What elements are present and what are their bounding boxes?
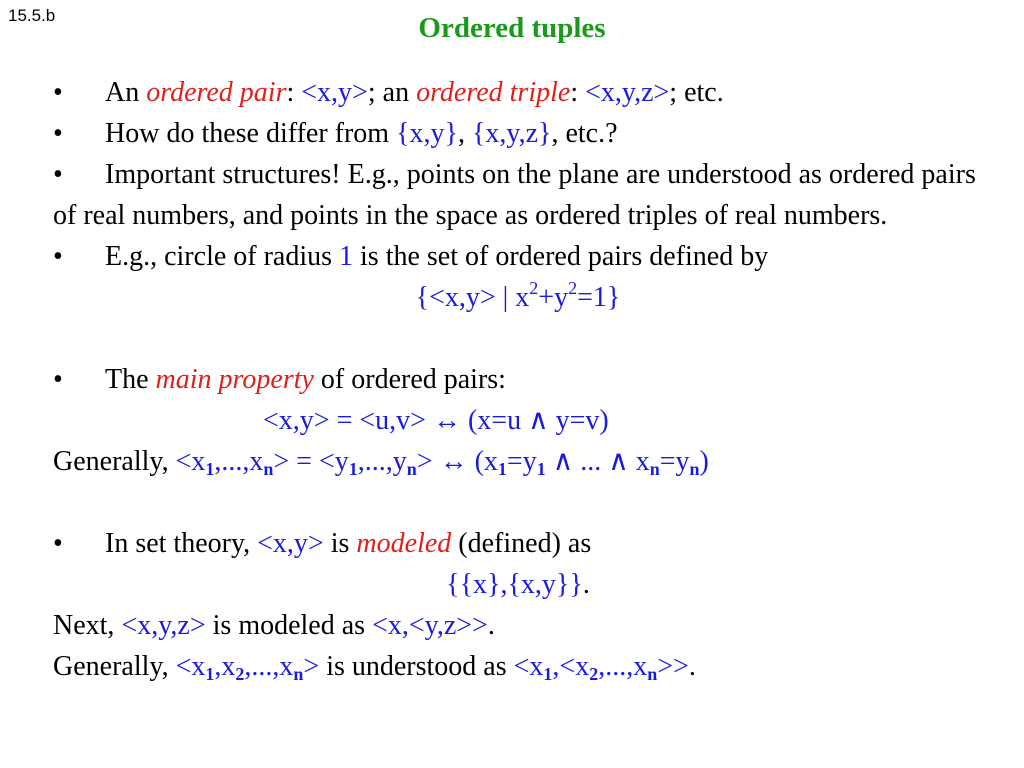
math-part: ,<x	[552, 651, 590, 682]
math-sub: 1	[536, 459, 546, 479]
text: ; etc.	[669, 77, 724, 108]
text: :	[286, 77, 302, 108]
text: Next,	[53, 610, 122, 641]
text: is the set of ordered pairs defined by	[353, 241, 769, 272]
math-part: ,...,x	[214, 446, 264, 477]
math-sup: 2	[568, 278, 578, 298]
math-sub: 1	[205, 459, 215, 479]
text: is modeled as	[205, 610, 373, 641]
bullet-marker: •	[53, 159, 63, 190]
slide-number: 15.5.b	[8, 6, 56, 25]
text: , etc.?	[551, 118, 618, 149]
math-sub: 2	[235, 664, 245, 684]
spacer	[53, 482, 983, 523]
math-set-pair: {x,y}	[396, 118, 458, 149]
bullet-important: •Important structures! E.g., points on t…	[53, 154, 983, 236]
general-equality: Generally, <x1,...,xn> = <y1,...,yn> ↔ (…	[53, 441, 983, 482]
math-circle-set: {<x,y> | x2+y2=1}	[53, 277, 983, 318]
general-tuple: Generally, <x1,x2,...,xn> is understood …	[53, 646, 983, 687]
math-part: ,...,x	[244, 651, 294, 682]
math-sub: n	[647, 664, 658, 684]
text: In set theory,	[105, 528, 258, 559]
math-part: =y	[506, 446, 537, 477]
math-sub: 1	[497, 459, 507, 479]
bullet-circle: • E.g., circle of radius 1 is the set of …	[53, 236, 983, 277]
math-sup: 2	[529, 278, 539, 298]
bullet-marker: •	[53, 364, 63, 395]
math-sub: 1	[205, 664, 215, 684]
math-part: <x,y> = <u,v> ↔ (x=u ∧ y=v)	[263, 405, 609, 436]
text: The	[105, 364, 156, 395]
term-ordered-triple: ordered triple	[416, 77, 571, 108]
math-part: <x	[175, 651, 206, 682]
bullet-marker: •	[53, 528, 63, 559]
math-sub: n	[689, 459, 700, 479]
math-part: ,x	[214, 651, 236, 682]
math-set-triple: {x,y,z}	[471, 118, 552, 149]
text: ,	[457, 118, 472, 149]
math-nested-pair: <x,<y,z>>	[372, 610, 488, 641]
math-pair: <x,y>	[301, 77, 368, 108]
math-part: >	[303, 651, 320, 682]
math-part: ,...,x	[598, 651, 648, 682]
math-radius: 1	[339, 241, 354, 272]
math-sub: n	[293, 664, 304, 684]
math-part: ,...,y	[357, 446, 407, 477]
math-sub: n	[649, 459, 660, 479]
math-part: =y	[659, 446, 690, 477]
spacer	[53, 318, 983, 359]
text: E.g., circle of radius	[105, 241, 340, 272]
math-part: )	[699, 446, 709, 477]
math-triple: <x,y,z>	[121, 610, 206, 641]
bullet-marker: •	[53, 118, 63, 149]
math-part: > = <y	[273, 446, 349, 477]
math-sub: 2	[589, 664, 599, 684]
text: :	[570, 77, 586, 108]
term-modeled: modeled	[356, 528, 452, 559]
text: is	[323, 528, 357, 559]
math-sub: 1	[348, 459, 358, 479]
math-sub: n	[263, 459, 274, 479]
text: .	[688, 651, 696, 682]
text: How do these differ from	[105, 118, 397, 149]
math-kuratowski: {{x},{x,y}}.	[53, 564, 983, 605]
bullet-differ: • How do these differ from {x,y}, {x,y,z}…	[53, 113, 983, 154]
text: of ordered pairs:	[313, 364, 506, 395]
term-ordered-pair: ordered pair	[146, 77, 287, 108]
math-part: <x	[175, 446, 206, 477]
math-part: >>	[657, 651, 689, 682]
math-part: +y	[538, 282, 569, 313]
next-triple: Next, <x,y,z> is modeled as <x,<y,z>>.	[53, 605, 983, 646]
math-part: > ↔ (x	[416, 446, 498, 477]
math-part: {{x},{x,y}}	[446, 569, 583, 600]
bullet-main-property: • The main property of ordered pairs:	[53, 359, 983, 400]
text: is understood as	[319, 651, 514, 682]
bullet-ordered-pair: • An ordered pair: <x,y>; an ordered trip…	[53, 72, 983, 113]
math-triple: <x,y,z>	[585, 77, 670, 108]
text: Generally,	[53, 651, 176, 682]
text: ; an	[367, 77, 417, 108]
math-pair-equality: <x,y> = <u,v> ↔ (x=u ∧ y=v)	[53, 400, 983, 441]
bullet-set-theory: • In set theory, <x,y> is modeled (define…	[53, 523, 983, 564]
math-part: <x	[513, 651, 544, 682]
math-pair: <x,y>	[257, 528, 324, 559]
math-sub: 1	[543, 664, 553, 684]
text: .	[487, 610, 495, 641]
math-part: =1}	[577, 282, 621, 313]
math-part: {<x,y> | x	[415, 282, 530, 313]
math-part: ∧ ... ∧ x	[545, 446, 650, 477]
slide-title: Ordered tuples	[418, 12, 606, 44]
text: An	[105, 77, 147, 108]
text: .	[582, 569, 590, 600]
bullet-marker: •	[53, 77, 63, 108]
text: Important structures! E.g., points on th…	[53, 159, 976, 231]
term-main-property: main property	[155, 364, 314, 395]
text: Generally,	[53, 446, 176, 477]
slide-body: •An ordered pair: <x,y>; an ordered trip…	[53, 72, 983, 687]
math-sub: n	[406, 459, 417, 479]
text: (defined) as	[451, 528, 592, 559]
bullet-marker: •	[53, 241, 63, 272]
